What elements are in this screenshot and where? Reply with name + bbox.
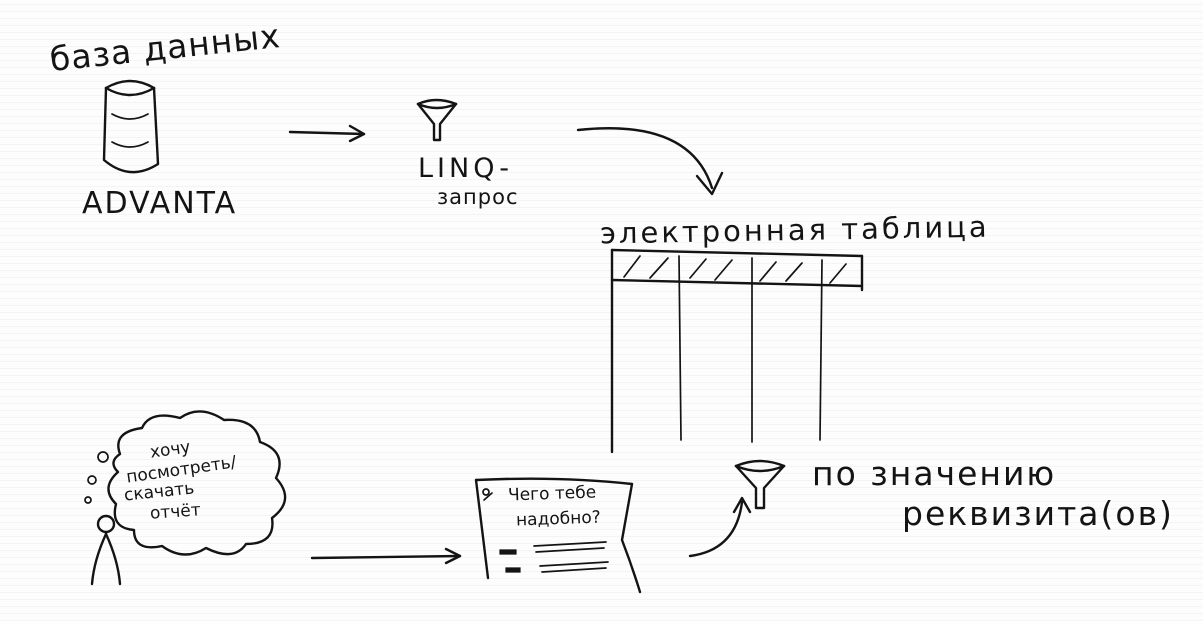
database-icon <box>102 79 160 174</box>
filter-funnel-icon <box>734 459 786 510</box>
database-name: ADVANTA <box>82 186 238 221</box>
thought-bubble <box>84 410 287 556</box>
spreadsheet-icon <box>610 248 864 454</box>
arrow-form-to-filter <box>688 496 752 558</box>
arrow-user-to-form <box>310 547 462 565</box>
form-sheet <box>474 477 642 594</box>
filter-label-line2: реквизита(ов) <box>902 494 1174 533</box>
filter-label-line1: по значению <box>812 454 1057 493</box>
query-label-line1: LINQ- <box>418 153 513 184</box>
form-question-line2: надобно? <box>515 507 602 531</box>
form-question-line1: Чего тебе <box>507 482 597 506</box>
arrow-query-to-table <box>576 127 724 196</box>
thought-line-4: отчёт <box>149 500 202 524</box>
funnel-icon <box>416 98 458 142</box>
arrow-db-to-query <box>288 124 366 143</box>
spreadsheet-label: электронная таблица <box>599 209 990 251</box>
query-label-line2: запрос <box>437 185 519 209</box>
person-icon <box>90 514 122 586</box>
